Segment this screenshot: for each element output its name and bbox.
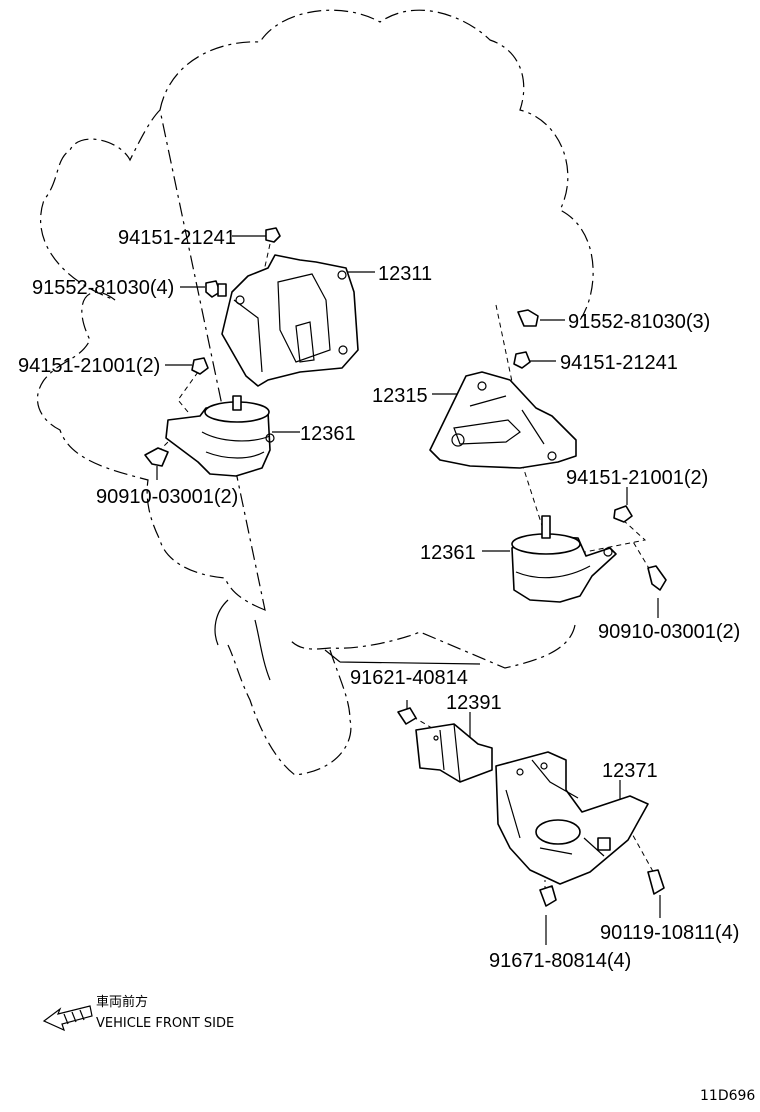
label-12311: 12311	[378, 263, 432, 285]
label-90910-03001-2-right: 90910-03001(2)	[598, 621, 740, 643]
insulator-12361-right	[511, 515, 617, 603]
label-12391: 12391	[446, 692, 502, 714]
transmission-shadow	[214, 599, 271, 681]
fasteners-left	[144, 227, 281, 467]
label-94151-21241-right: 94151-21241	[560, 352, 678, 374]
figure-id: 11D696	[700, 1088, 755, 1104]
insulator-12361-left	[165, 395, 275, 477]
label-90119-10811-4: 90119-10811(4)	[600, 922, 739, 944]
label-91621-40814: 91621-40814	[350, 667, 468, 689]
mount-12371	[495, 751, 665, 907]
label-91552-81030-3: 91552-81030(3)	[568, 311, 710, 333]
legend-english: VEHICLE FRONT SIDE	[96, 1016, 234, 1031]
engine-outline	[36, 9, 594, 669]
bracket-12315	[429, 371, 577, 469]
label-91671-80814-4: 91671-80814(4)	[489, 950, 631, 972]
label-94151-21241-top: 94151-21241	[118, 227, 236, 249]
front-arrow-icon	[42, 1005, 93, 1032]
label-94151-21001-2-right: 94151-21001(2)	[566, 467, 708, 489]
fasteners-right	[513, 309, 667, 591]
label-91552-81030-4: 91552-81030(4)	[32, 277, 174, 299]
legend-japanese: 車両前方	[96, 994, 148, 1010]
label-12361-left: 12361	[300, 423, 356, 445]
bracket-12391	[397, 707, 493, 783]
label-12371: 12371	[602, 760, 658, 782]
label-90910-03001-2-left: 90910-03001(2)	[96, 486, 238, 508]
engine-outline-lower	[227, 644, 352, 776]
label-12361-right: 12361	[420, 542, 476, 564]
label-94151-21001-2-left: 94151-21001(2)	[18, 355, 160, 377]
label-12315: 12315	[372, 385, 428, 407]
bracket-12311	[221, 254, 359, 387]
